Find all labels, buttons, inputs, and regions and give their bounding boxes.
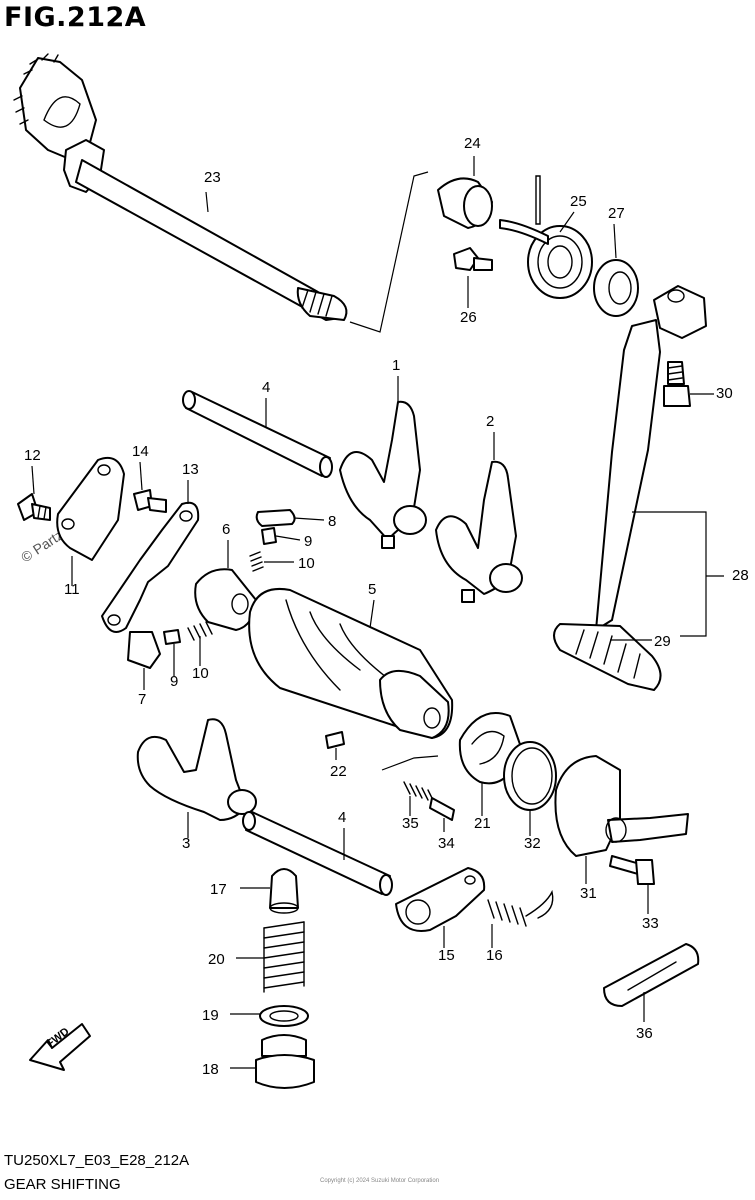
callout-5: 5 [368,581,376,598]
washer-19-drawing [259,1005,309,1027]
fork-1-drawing [339,400,427,549]
callout-34: 34 [438,835,455,852]
callout-7: 7 [138,691,146,708]
fork-2-drawing [435,460,523,603]
callout-32: 32 [524,835,541,852]
callout-36: 36 [636,1025,653,1042]
collar-drawing [437,177,493,229]
fork-3-drawing [136,718,257,821]
callout-4-lower: 4 [338,809,346,826]
plug-18-drawing [255,1034,315,1089]
callout-12: 12 [24,447,41,464]
callout-22: 22 [330,763,347,780]
callout-33: 33 [642,915,659,932]
callout-12-leader [31,465,35,495]
bolt-26-drawing [453,247,493,271]
callout-29: 29 [654,633,671,650]
lever-bracket-line [632,511,707,637]
shaft-link-line [349,171,429,333]
callout-16: 16 [486,947,503,964]
figure-code: TU250XL7_E03_E28_212A [4,1152,190,1169]
callout-11: 11 [64,581,80,598]
cam-plate-6-drawing [194,568,257,631]
o-ring-32-drawing [503,741,557,811]
spring-10-upper-drawing [249,551,264,572]
pin-9-lower-drawing [163,629,181,645]
callout-6: 6 [222,521,230,538]
callout-9-lower: 9 [170,673,178,690]
callout-20: 20 [208,951,225,968]
callout-3: 3 [182,835,190,852]
callout-2: 2 [486,413,494,430]
callout-13: 13 [182,461,199,478]
callout-17: 17 [210,881,227,898]
callout-19: 19 [202,1007,219,1024]
callout-35: 35 [402,815,419,832]
fine-print: Copyright (c) 2024 Suzuki Motor Corporat… [320,1178,440,1184]
callout-25-leader [559,211,575,233]
callout-10-upper: 10 [298,555,315,572]
bolt-33-drawing [609,855,655,885]
callout-23-leader [205,191,209,213]
callout-23: 23 [204,169,221,186]
bracket-36-drawing [603,943,700,1007]
spring-35-drawing [381,755,439,803]
stopper-arm-15-drawing [395,867,486,932]
callout-15: 15 [438,947,455,964]
callout-24: 24 [464,135,481,152]
figure-caption: GEAR SHIFTING [4,1176,121,1193]
bolt-30-drawing [663,361,691,407]
stopper-7-drawing [127,631,161,669]
plate-13-drawing [101,501,200,633]
fork-shaft-upper-drawing [182,390,333,478]
gearshift-shaft-drawing [13,53,348,321]
callout-4-upper: 4 [262,379,270,396]
spring-16-drawing [487,889,554,927]
shift-cam-5-drawing [248,588,454,739]
callout-25: 25 [570,193,587,210]
plug-17-drawing [269,868,299,914]
fork-shaft-lower-drawing [242,811,393,896]
callout-27-leader [613,223,617,259]
callout-8-leader [293,517,325,521]
callout-28: 28 [732,567,749,584]
callout-26: 26 [460,309,477,326]
spring-10-lower-drawing [187,621,213,641]
callout-9-upper-leader [275,535,301,541]
return-spring-drawing [499,175,593,299]
callout-21: 21 [474,815,491,832]
callout-10-lower: 10 [192,665,209,682]
pin-22-drawing [325,731,345,749]
gearshift-lever-drawing [553,285,707,691]
callout-5-leader [369,599,375,629]
callout-27: 27 [608,205,625,222]
stopper-plate-11-drawing [56,456,125,561]
callout-30: 30 [716,385,733,402]
cover-31-drawing [554,755,689,857]
callout-1: 1 [392,357,400,374]
pin-9-upper-drawing [261,527,277,545]
callout-14-leader [139,461,143,491]
screw-12-drawing [17,493,51,521]
leader-lines [31,156,714,1069]
washer-27-drawing [593,259,639,317]
screw-14-drawing [133,489,167,513]
figure-title: FIG.212A [4,2,147,33]
callout-18: 18 [202,1061,219,1078]
callout-9-upper: 9 [304,533,312,550]
spring-20-drawing [263,921,305,993]
fwd-arrow-icon [29,1023,91,1071]
pin-34-drawing [429,797,455,821]
callout-31: 31 [580,885,597,902]
callout-8: 8 [328,513,336,530]
pin-8-drawing [255,509,296,527]
callout-14: 14 [132,443,149,460]
